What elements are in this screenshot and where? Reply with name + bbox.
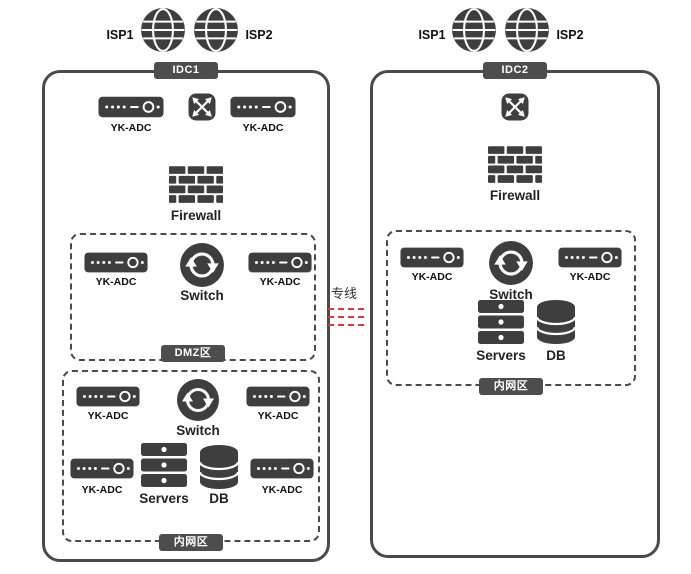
adc-appliance-icon [84,252,148,273]
switch-icon [176,378,220,422]
intranet-zone-badge: 内网区 [479,378,543,395]
switch-label: Switch [176,423,220,438]
adc-appliance-icon [400,247,464,268]
adc-label: YK-ADC [242,122,284,134]
intranet-zone-badge: 内网区 [159,534,223,551]
switch-icon [488,240,534,286]
servers-label: Servers [139,491,189,506]
switch-label: Switch [180,288,224,303]
firewall-icon [169,166,223,205]
dmz-zone-badge: DMZ区 [161,345,225,362]
idc1-isp2-label: ISP2 [245,28,273,42]
adc-label: YK-ADC [261,484,303,496]
switch-label: Switch [489,287,533,302]
database-icon [535,299,577,345]
globe-icon [504,7,550,53]
servers-icon [141,443,187,487]
router-icon [500,92,530,122]
idc1-badge: IDC1 [154,62,218,79]
adc-appliance-icon [246,386,310,407]
adc-label: YK-ADC [259,276,301,288]
adc-label: YK-ADC [411,271,453,283]
adc-appliance-icon [76,386,140,407]
firewall-label: Firewall [170,208,222,223]
adc-label: YK-ADC [257,410,299,422]
globe-icon [451,7,497,53]
adc-label: YK-ADC [95,276,137,288]
dedicated-line [328,308,364,310]
servers-icon [478,300,524,344]
adc-label: YK-ADC [569,271,611,283]
idc1-isp1-label: ISP1 [106,28,134,42]
globe-icon [140,7,186,53]
adc-appliance-icon [558,247,622,268]
db-label: DB [546,348,566,363]
idc2-isp2-label: ISP2 [556,28,584,42]
firewall-label: Firewall [489,188,541,203]
dedicated-line [328,324,364,326]
adc-label: YK-ADC [87,410,129,422]
switch-icon [179,242,225,288]
idc2-isp1-label: ISP1 [418,28,446,42]
dedicated-line [328,316,364,318]
adc-label: YK-ADC [110,122,152,134]
router-icon [187,92,217,122]
firewall-icon [488,146,542,185]
adc-appliance-icon [230,96,296,118]
dedicated-line-label: 专线 [330,286,358,301]
adc-appliance-icon [70,458,134,479]
adc-appliance-icon [248,252,312,273]
adc-appliance-icon [98,96,164,118]
adc-label: YK-ADC [81,484,123,496]
adc-appliance-icon [250,458,314,479]
servers-label: Servers [476,348,526,363]
globe-icon [193,7,239,53]
db-label: DB [209,491,229,506]
database-icon [198,444,240,490]
idc2-badge: IDC2 [483,62,547,79]
